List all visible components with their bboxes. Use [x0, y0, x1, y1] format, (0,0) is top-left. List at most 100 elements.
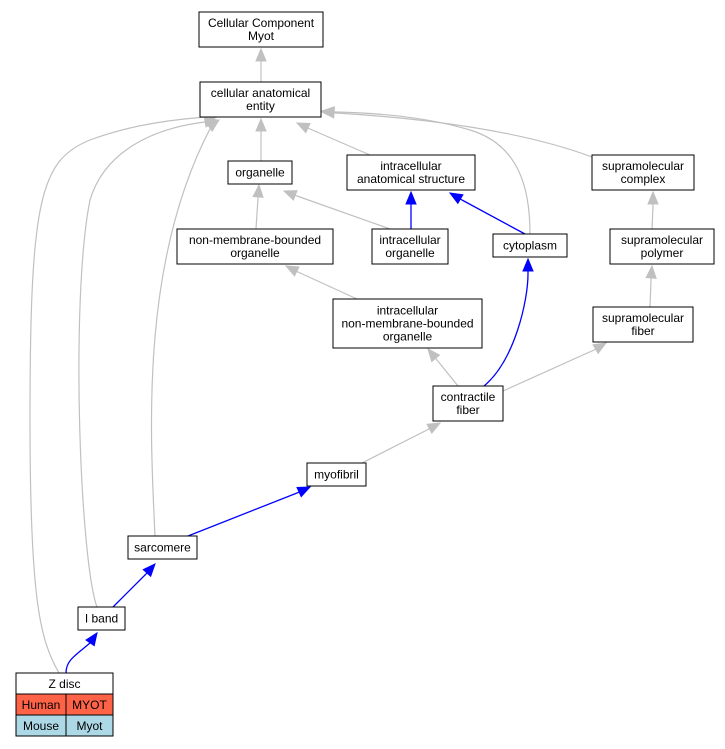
node-label-line: fiber — [456, 403, 479, 417]
node-label-line: intracellular — [380, 159, 441, 173]
node-label-line: non-membrane-bounded — [341, 317, 473, 331]
node-label-line: Myot — [248, 29, 275, 43]
edge-line — [436, 359, 459, 387]
edge-line — [309, 128, 371, 156]
ortholog-species-label: Human — [22, 698, 61, 712]
node-box — [591, 154, 695, 191]
edge-line — [65, 642, 91, 674]
node-label-line: non-membrane-bounded — [189, 233, 321, 247]
node-label-line: cellular anatomical — [211, 86, 310, 100]
node-i-band[interactable]: I band — [77, 606, 126, 631]
edge-arrowhead — [647, 190, 659, 205]
node-label-line: anatomical structure — [357, 172, 465, 186]
edge-arrowhead — [142, 563, 156, 578]
edge-arrowhead — [255, 117, 267, 132]
node-label-line: polymer — [641, 246, 684, 260]
node-box — [492, 233, 568, 258]
node-label-line: I band — [85, 612, 118, 626]
node-sarcomere[interactable]: sarcomere — [127, 535, 198, 560]
node-box — [176, 228, 334, 265]
edge-arrowhead — [255, 47, 267, 62]
node-label-line: supramolecular — [602, 311, 684, 325]
node-box — [432, 385, 504, 422]
node-label-line: supramolecular — [621, 233, 703, 247]
edge-arrowhead — [427, 347, 441, 363]
edge-line — [187, 492, 298, 537]
z-disc-title: Z disc — [48, 677, 80, 691]
edge-arrowhead — [426, 422, 442, 434]
ortholog-gene-label: Myot — [76, 719, 103, 733]
edge-line — [335, 112, 593, 158]
edge-arrowhead — [282, 190, 298, 201]
node-box — [332, 298, 483, 349]
node-label-line: complex — [621, 172, 666, 186]
ortholog-species-label: Mouse — [23, 719, 59, 733]
node-label-line: organelle — [230, 246, 280, 260]
edge-line — [150, 124, 213, 537]
ortholog-gene-label: MYOT — [72, 698, 107, 712]
edge-line — [297, 271, 358, 300]
edges-layer — [29, 47, 659, 674]
node-organelle[interactable]: organelle — [227, 160, 293, 185]
node-myofibril[interactable]: myofibril — [306, 462, 367, 487]
node-box — [127, 535, 198, 560]
node-box — [609, 228, 715, 265]
node-box — [592, 306, 694, 343]
node-label-line: fiber — [631, 324, 654, 338]
edge-line — [651, 205, 654, 230]
edge-arrowhead — [320, 106, 335, 118]
node-cytoplasm[interactable]: cytoplasm — [492, 233, 568, 258]
node-label-line: organelle — [383, 330, 433, 344]
node-box — [199, 81, 322, 118]
node-box — [77, 606, 126, 631]
edge-line — [78, 121, 206, 608]
edge-arrowhead — [284, 265, 300, 277]
edge-line — [335, 111, 531, 235]
node-label-line: entity — [246, 99, 275, 113]
edge-line — [483, 273, 529, 387]
node-box — [371, 228, 449, 265]
edge-arrowhead — [252, 183, 264, 198]
edge-line — [461, 199, 526, 235]
edge-line — [112, 573, 147, 608]
node-label-line: Cellular Component — [208, 16, 315, 30]
node-label-line: contractile — [441, 390, 496, 404]
node-box — [227, 160, 293, 185]
edge-arrowhead — [592, 342, 608, 355]
edge-arrowhead — [295, 122, 311, 134]
node-label-line: sarcomere — [134, 541, 191, 555]
edge-line — [361, 429, 428, 464]
edge-arrowhead — [448, 192, 464, 205]
edge-line — [502, 349, 595, 392]
node-label-line: supramolecular — [602, 159, 684, 173]
node-label-line: myofibril — [314, 468, 359, 482]
node-intracellular-non-membrane-bounded-organelle[interactable]: intracellularnon-membrane-boundedorganel… — [332, 298, 483, 349]
edge-line — [649, 279, 652, 308]
node-label-line: intracellular — [379, 233, 440, 247]
edge-line — [296, 195, 391, 230]
edge-arrowhead — [405, 190, 417, 205]
edge-arrowhead — [296, 486, 312, 498]
node-label-line: intracellular — [377, 304, 438, 318]
node-label-line: organelle — [235, 166, 285, 180]
node-label-line: cytoplasm — [503, 239, 557, 253]
edge-line — [29, 116, 206, 674]
node-label-line: organelle — [385, 246, 435, 260]
edge-line — [255, 197, 259, 230]
edge-arrowhead — [522, 257, 534, 272]
edge-arrowhead — [645, 264, 657, 279]
edge-arrowhead — [85, 631, 98, 647]
node-box — [346, 154, 476, 191]
